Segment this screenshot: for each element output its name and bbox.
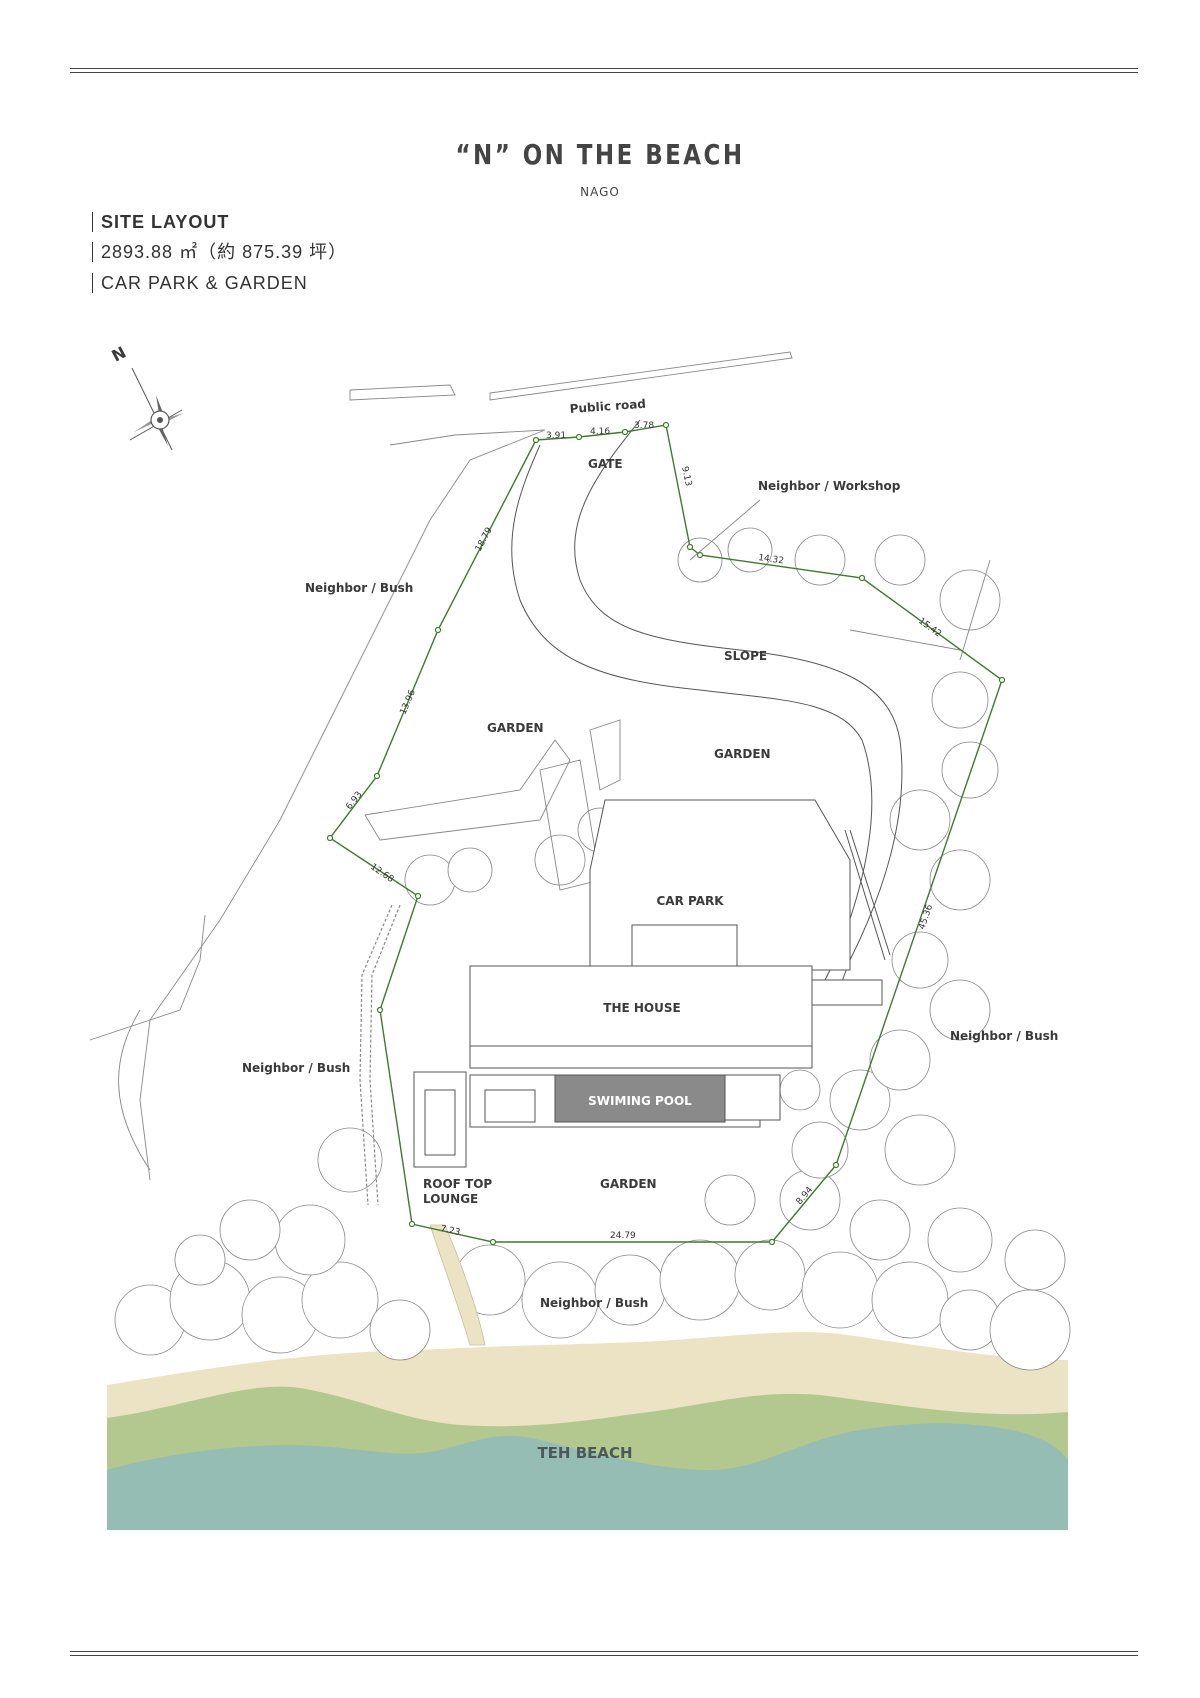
stone-wall — [359, 904, 401, 1206]
garden-label-left: GARDEN — [487, 721, 544, 735]
neighbor-workshop-label: Neighbor / Workshop — [758, 479, 901, 493]
slope-label: SLOPE — [724, 649, 767, 663]
site-area: 2893.88 ㎡（約 875.39 坪） — [92, 242, 347, 262]
swimming-pool: SWIMING POOL — [469, 1074, 781, 1128]
car-park-label: CAR PARK — [656, 894, 724, 908]
area-labels: Public road GATE Neighbor / Workshop Nei… — [242, 397, 1058, 1310]
dim-6-93: 6.93 — [344, 790, 364, 812]
car-park: CAR PARK — [589, 799, 851, 971]
public-road-label: Public road — [569, 397, 646, 416]
the-house: THE HOUSE — [469, 965, 883, 1069]
top-rule-2 — [70, 72, 1138, 73]
dim-4-16: 4.16 — [590, 427, 610, 437]
dim-14-32: 14.32 — [758, 553, 785, 566]
sea-layer — [107, 1423, 1068, 1530]
neighbor-bush-label-top-left: Neighbor / Bush — [305, 581, 413, 595]
house-label: THE HOUSE — [603, 1001, 680, 1015]
top-rule-1 — [70, 68, 1138, 69]
garden-label-right: GARDEN — [714, 747, 771, 761]
beach-area: TEH BEACH — [107, 1332, 1068, 1530]
dim-15-42: 15.42 — [916, 616, 943, 639]
pool-label: SWIMING POOL — [588, 1094, 692, 1108]
dim-24-79: 24.79 — [610, 1231, 636, 1241]
beach-label: TEH BEACH — [537, 1444, 632, 1462]
neighbor-bush-label-bottom: Neighbor / Bush — [540, 1296, 648, 1310]
neighbor-bush-label-bottom-left: Neighbor / Bush — [242, 1061, 350, 1075]
garden-label-bottom: GARDEN — [600, 1177, 657, 1191]
compass-rose: N — [108, 343, 184, 451]
bottom-rule-2 — [70, 1655, 1138, 1656]
dim-3-91: 3.91 — [546, 431, 566, 441]
lounge-label-line1: ROOF TOP — [423, 1177, 492, 1191]
bottom-rule-1 — [70, 1651, 1138, 1652]
neighbor-bush-label-right: Neighbor / Bush — [950, 1029, 1058, 1043]
site-boundary — [326, 421, 1006, 1246]
dim-45-36: 45.36 — [917, 903, 935, 931]
driveway-slope — [511, 419, 903, 993]
dim-3-78: 3.78 — [634, 421, 654, 431]
dim-12-68: 12.68 — [368, 862, 395, 885]
dim-13-96: 13.96 — [399, 688, 418, 716]
site-layout-heading: SITE LAYOUT — [92, 212, 229, 232]
lounge-label-line2: LOUNGE — [423, 1192, 478, 1206]
page-subtitle: NAGO — [580, 185, 620, 199]
neighbor-outlines — [89, 351, 991, 1181]
roof-top-lounge: ROOF TOP LOUNGE — [413, 1071, 492, 1206]
dim-18-79: 18.79 — [474, 526, 495, 554]
compass-north-label: N — [108, 343, 129, 366]
dim-7-23: 7.23 — [439, 1224, 461, 1238]
site-features: CAR PARK & GARDEN — [92, 273, 308, 293]
dim-9-13: 9.13 — [679, 466, 693, 488]
beach-path — [429, 1224, 486, 1346]
gate-label: GATE — [588, 457, 623, 471]
page-title: “N” ON THE BEACH — [455, 138, 745, 171]
